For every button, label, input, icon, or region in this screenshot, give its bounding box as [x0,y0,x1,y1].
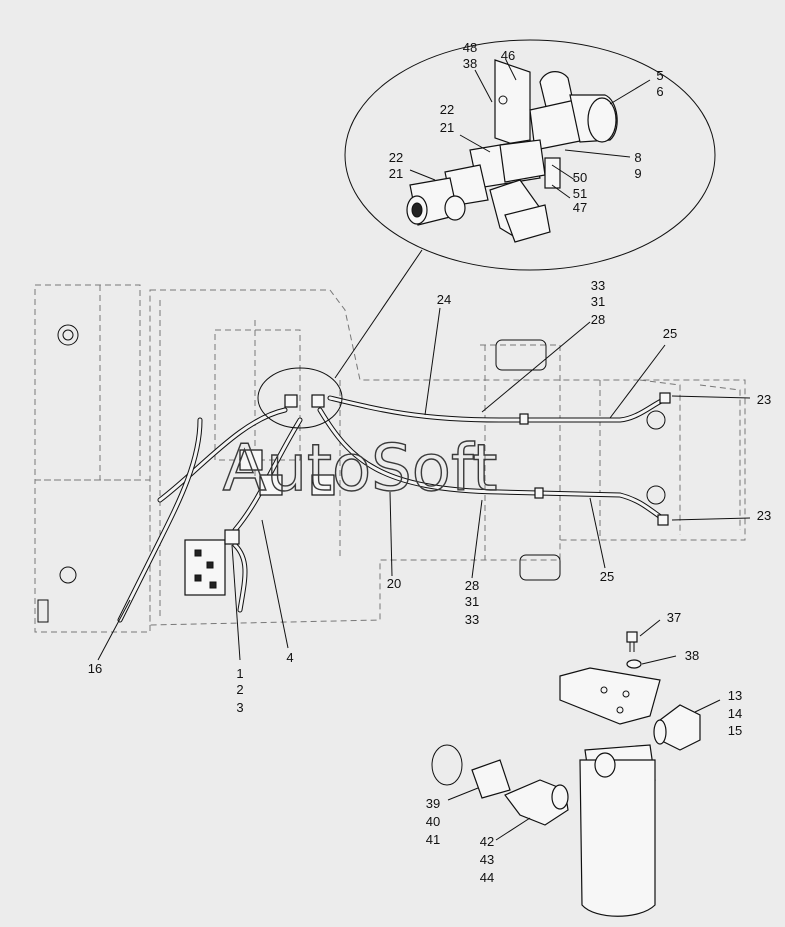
callout-23-lower: 23 [757,508,771,523]
chassis-frame [34,284,746,633]
hose-assemblies [117,395,671,623]
callout-21-lower: 21 [389,166,403,181]
callout-28-lower: 28 [465,578,479,593]
callout-8: 8 [634,150,641,165]
callout-38: 38 [463,56,477,71]
callout-33: 33 [591,278,605,293]
callout-37: 37 [667,610,681,625]
callout-47: 47 [573,200,587,215]
callout-21: 21 [440,120,454,135]
filter-assembly [431,631,701,917]
callout-4: 4 [286,650,293,665]
callout-46: 46 [501,48,515,63]
callout-43: 43 [480,852,494,867]
callout-40: 40 [426,814,440,829]
callout-13: 13 [728,688,742,703]
callout-9: 9 [634,166,641,181]
leader-lines [97,59,751,841]
callout-24: 24 [437,292,451,307]
callout-20: 20 [387,576,401,591]
callout-44: 44 [480,870,494,885]
callout-31: 31 [591,294,605,309]
callout-25-lower: 25 [600,569,614,584]
detail-view-ellipse [257,39,716,429]
callout-42: 42 [480,834,494,849]
callout-15: 15 [728,723,742,738]
callout-14: 14 [728,706,742,721]
callout-33-lower: 33 [465,612,479,627]
callout-51: 51 [573,186,587,201]
callout-23: 23 [757,392,771,407]
callout-39: 39 [426,796,440,811]
callout-5: 5 [656,68,663,83]
callout-1: 1 [236,666,243,681]
callout-3: 3 [236,700,243,715]
callout-50: 50 [573,170,587,185]
callout-31-lower: 31 [465,594,479,609]
callout-labels: 48 38 46 5 6 22 21 22 21 8 9 50 51 47 24… [88,40,771,885]
callout-38-lower: 38 [685,648,699,663]
callout-48: 48 [463,40,477,55]
callout-25: 25 [663,326,677,341]
manifold-detail [406,59,618,243]
callout-22-lower: 22 [389,150,403,165]
callout-2: 2 [236,682,243,697]
control-valve-block [184,392,671,596]
callout-41: 41 [426,832,440,847]
callout-6: 6 [656,84,663,99]
callout-22: 22 [440,102,454,117]
watermark-text: AutoSoft [223,432,498,506]
callout-16: 16 [88,661,102,676]
callout-28: 28 [591,312,605,327]
